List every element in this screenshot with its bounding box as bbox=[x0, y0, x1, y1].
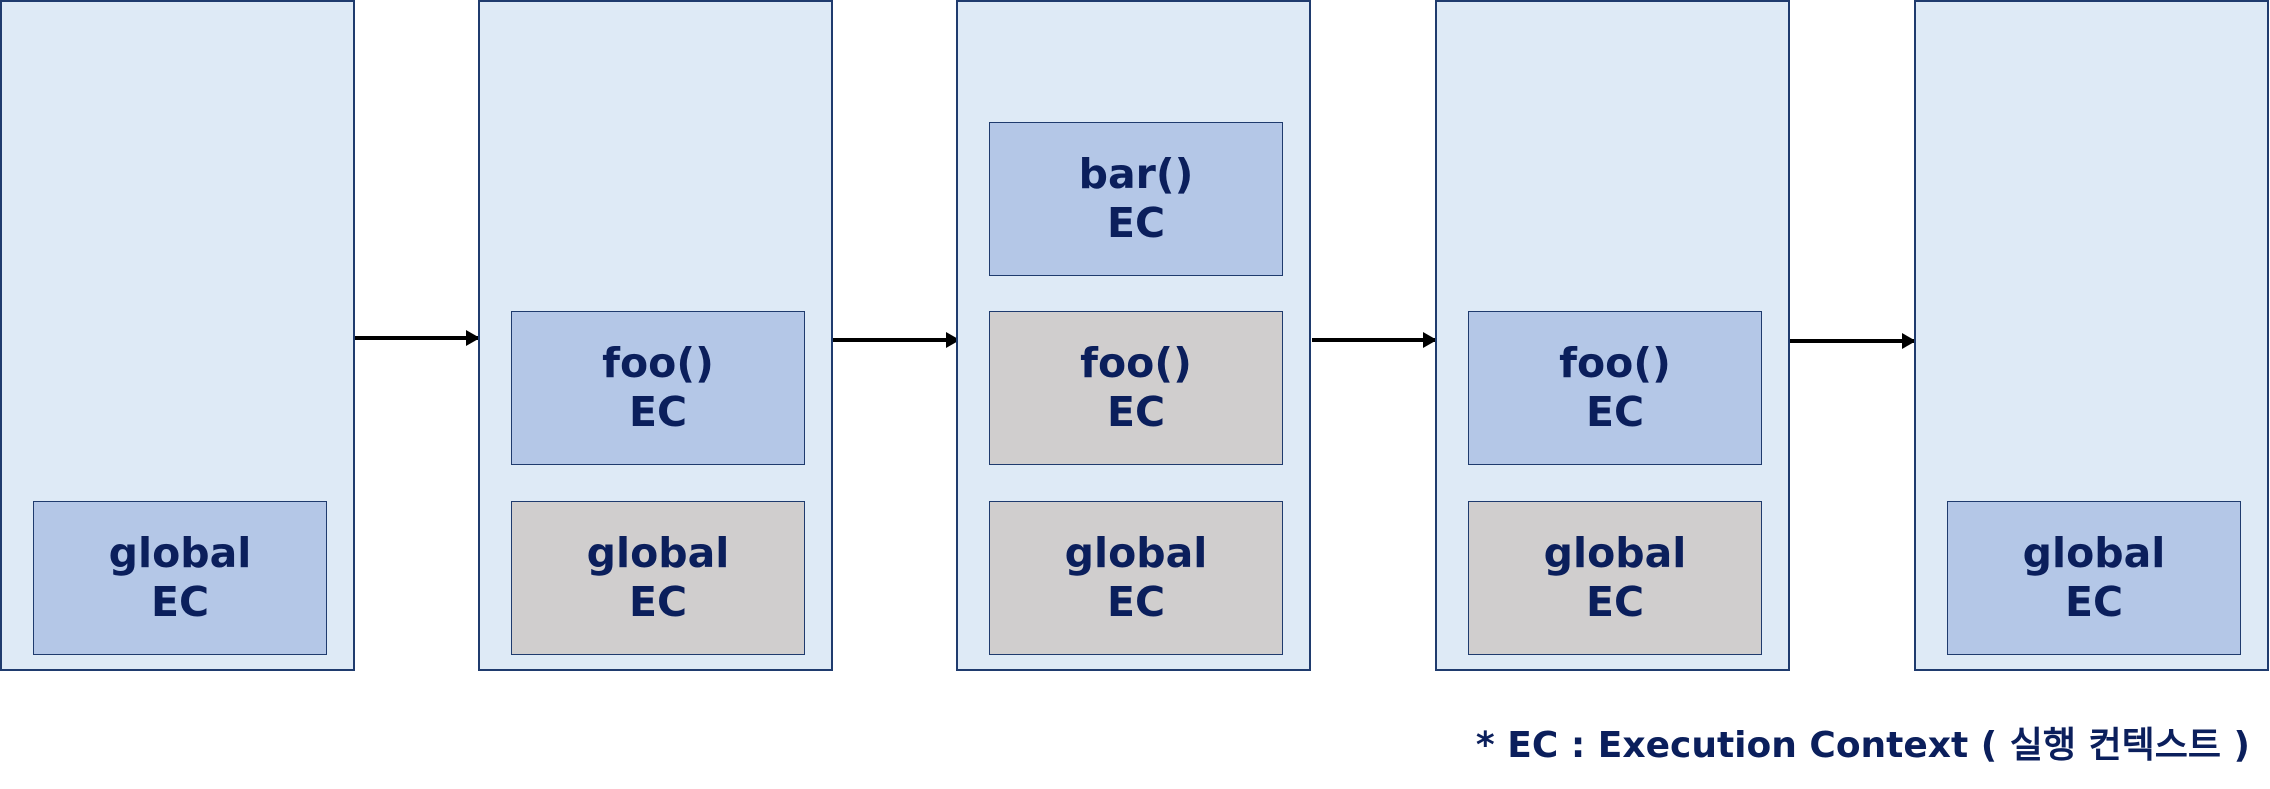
context-name: global bbox=[108, 529, 252, 577]
execution-context-global: global EC bbox=[1468, 501, 1762, 655]
context-name: global bbox=[2022, 529, 2166, 577]
execution-context-bar: bar() EC bbox=[989, 122, 1283, 276]
context-name: foo() bbox=[602, 339, 714, 387]
execution-context-global: global EC bbox=[989, 501, 1283, 655]
call-stack-5: global EC bbox=[1914, 0, 2269, 671]
call-stack-3: bar() EC foo() EC global EC bbox=[956, 0, 1311, 671]
execution-context-foo: foo() EC bbox=[1468, 311, 1762, 465]
context-name: foo() bbox=[1080, 339, 1192, 387]
execution-context-global: global EC bbox=[33, 501, 327, 655]
call-stack-4: foo() EC global EC bbox=[1435, 0, 1790, 671]
execution-context-foo: foo() EC bbox=[511, 311, 805, 465]
context-name: global bbox=[1064, 529, 1208, 577]
context-suffix: EC bbox=[150, 578, 210, 626]
context-suffix: EC bbox=[1106, 199, 1166, 247]
execution-context-global: global EC bbox=[1947, 501, 2241, 655]
arrow-right bbox=[833, 332, 960, 348]
footnote: * EC : Execution Context ( 실행 컨텍스트 ) bbox=[1475, 725, 2250, 766]
context-suffix: EC bbox=[1585, 578, 1645, 626]
context-name: global bbox=[586, 529, 730, 577]
arrow-right bbox=[1790, 333, 1916, 349]
context-name: foo() bbox=[1559, 339, 1671, 387]
call-stack-1: global EC bbox=[0, 0, 355, 671]
context-suffix: EC bbox=[1106, 578, 1166, 626]
context-suffix: EC bbox=[1106, 388, 1166, 436]
context-suffix: EC bbox=[628, 388, 688, 436]
context-name: global bbox=[1543, 529, 1687, 577]
arrow-right bbox=[1312, 332, 1437, 348]
context-suffix: EC bbox=[628, 578, 688, 626]
context-name: bar() bbox=[1078, 150, 1194, 198]
execution-context-foo: foo() EC bbox=[989, 311, 1283, 465]
call-stack-2: foo() EC global EC bbox=[478, 0, 833, 671]
context-suffix: EC bbox=[1585, 388, 1645, 436]
context-suffix: EC bbox=[2064, 578, 2124, 626]
arrow-right bbox=[355, 330, 480, 346]
execution-context-global: global EC bbox=[511, 501, 805, 655]
